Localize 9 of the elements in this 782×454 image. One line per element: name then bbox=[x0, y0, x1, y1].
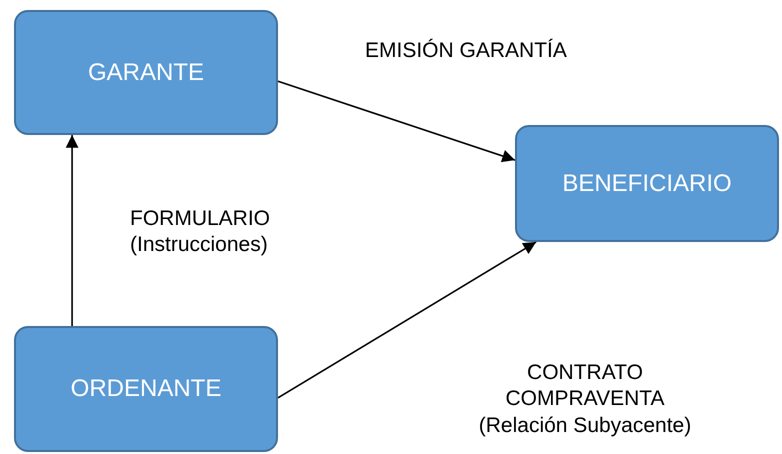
process-box bbox=[14, 326, 278, 452]
node-label: BENEFICIARIO bbox=[562, 170, 732, 198]
node-label: GARANTE bbox=[88, 58, 204, 86]
node-label: ORDENANTE bbox=[70, 375, 222, 403]
arrow bbox=[278, 241, 537, 398]
arrow bbox=[66, 135, 78, 326]
arrow bbox=[278, 80, 516, 162]
process-box bbox=[14, 10, 278, 135]
process-box bbox=[515, 125, 779, 242]
